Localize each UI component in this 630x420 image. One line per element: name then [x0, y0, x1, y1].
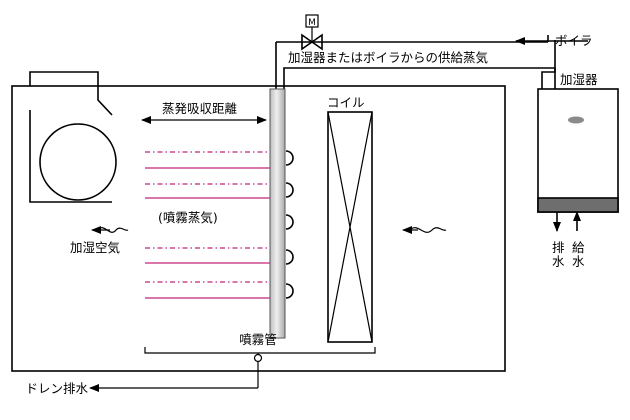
- indicator-light: [568, 116, 584, 124]
- boiler-label: ボイラ: [555, 33, 593, 48]
- valve-motor-label: M: [308, 18, 316, 28]
- drain-label: ドレン排水: [25, 381, 88, 396]
- evap-distance-label: 蒸発吸収距離: [162, 101, 238, 116]
- supply-steam-line: [283, 67, 556, 89]
- nozzles: [285, 150, 294, 299]
- supply-steam-label: 加湿器またはボイラからの供給蒸気: [288, 50, 488, 65]
- humidifier-unit: [537, 88, 619, 232]
- mist-streams: [145, 151, 270, 299]
- airflow-out-arrow: [91, 226, 129, 234]
- airflow-in-arrow: [402, 226, 447, 234]
- coil: [327, 111, 373, 343]
- humidifier-label: 加湿器: [560, 72, 598, 87]
- fan: [29, 71, 117, 203]
- motorized-valve: M: [301, 14, 323, 51]
- spray-pipe: [269, 88, 286, 339]
- coil-label: コイル: [327, 95, 365, 110]
- duct-casing: [11, 85, 506, 372]
- drain-piping: [89, 347, 376, 392]
- spray-pipe-label: 噴霧管: [239, 332, 277, 347]
- drain-right-label: 排水: [552, 240, 565, 269]
- supply-water-label: 給水: [572, 240, 585, 269]
- spray-steam-label: (噴霧蒸気): [158, 210, 218, 225]
- humidified-air-label: 加湿空気: [70, 240, 120, 255]
